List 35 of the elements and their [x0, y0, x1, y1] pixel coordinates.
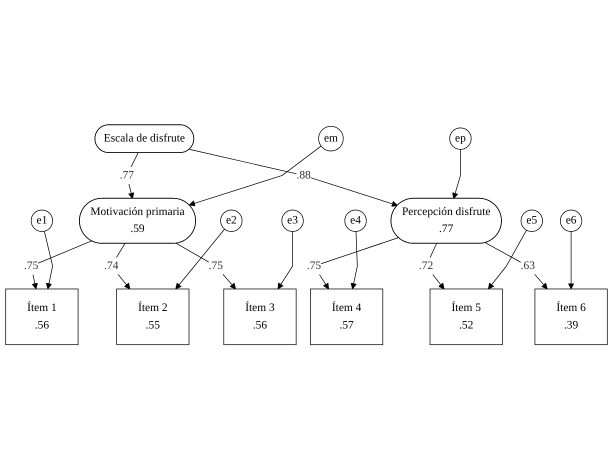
edge-label: .63: [520, 260, 535, 272]
node-box: Ítem 2 .55: [116, 288, 190, 345]
arrow: [175, 228, 225, 290]
arrow: [350, 230, 358, 290]
edge-label: .72: [418, 260, 434, 272]
edge-label: .88: [296, 168, 311, 181]
node-circle: e5: [520, 209, 543, 232]
edge-label: .77: [120, 168, 134, 181]
arrow: [488, 230, 527, 290]
node-box: Ítem 3 .56: [223, 288, 296, 345]
node-circle: e3: [281, 209, 304, 232]
arrow: [189, 148, 398, 207]
arrow: [188, 146, 322, 206]
node-circle: e6: [560, 209, 582, 232]
node-box: Ítem 4 .57: [310, 288, 384, 345]
edge-label: .75: [306, 260, 322, 272]
node-box: Ítem 5 .52: [430, 288, 503, 345]
arrow: [278, 230, 293, 290]
edge-label: .74: [104, 260, 118, 272]
node-circle: e2: [220, 209, 242, 232]
arrow: [44, 230, 53, 290]
node-box: Ítem 1 .56: [5, 288, 78, 345]
node-box: Ítem 6 .39: [534, 288, 608, 345]
node-circle: e4: [344, 209, 367, 232]
arrow: [126, 152, 138, 199]
node-circle: e1: [30, 209, 54, 232]
edge-label: .75: [208, 260, 223, 272]
arrow: [485, 242, 548, 290]
arrow: [30, 240, 92, 290]
arrow: [176, 242, 236, 290]
edge-label: .75: [24, 260, 38, 272]
node-circle: em: [318, 126, 344, 152]
arrow: [452, 148, 461, 199]
node-circle: ep: [449, 127, 472, 150]
arrow: [568, 230, 574, 290]
